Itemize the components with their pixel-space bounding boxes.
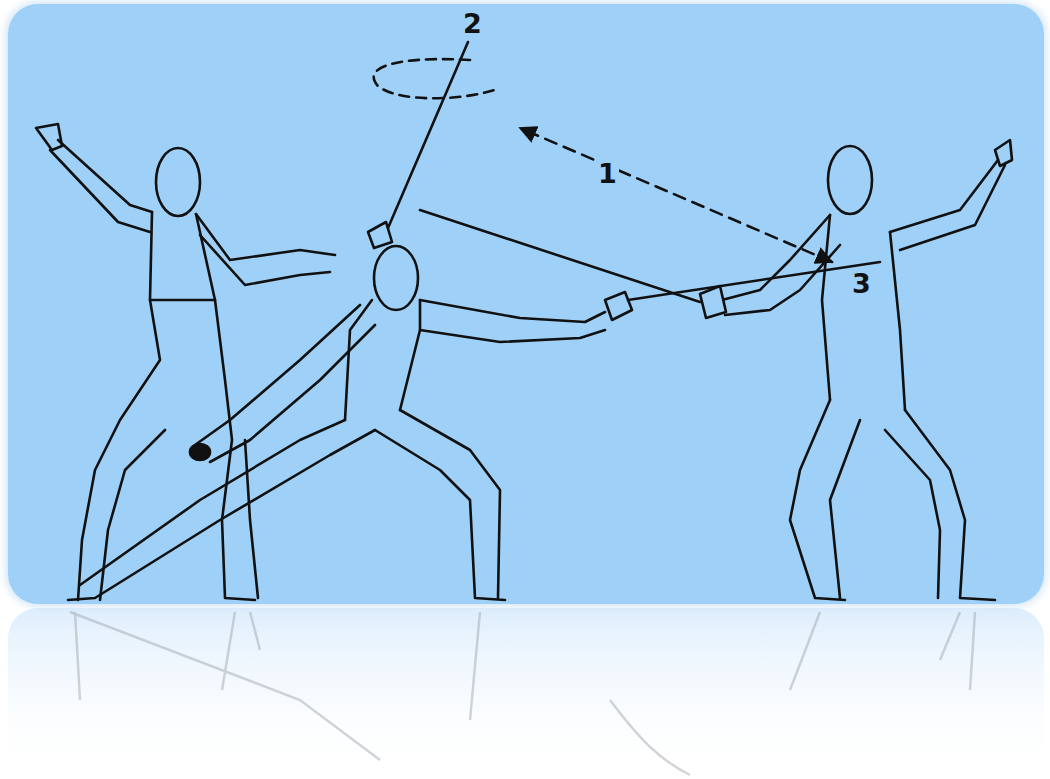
movement-arrow <box>520 128 832 262</box>
callout-number: 3 <box>850 270 873 297</box>
parry-blade <box>388 42 468 228</box>
left-fencer-mask <box>156 148 200 216</box>
right-fencer-mask <box>828 146 872 214</box>
label-anchor: 1 <box>596 160 619 187</box>
lunging-fencer-guard <box>605 292 632 320</box>
lunging-fencer-back-hand <box>190 444 210 460</box>
left-fencer-hand <box>36 124 62 150</box>
right-fencer-blade <box>420 210 700 302</box>
panel-glow <box>6 2 1046 606</box>
lunging-fencer-front-leg <box>375 410 505 600</box>
reflection-figures <box>70 612 975 775</box>
lunging-fencer-blade <box>628 262 880 300</box>
left-fencer <box>36 124 335 600</box>
lunging-fencer-mask <box>374 246 418 310</box>
lunging-fencer-back-arm <box>195 305 375 462</box>
lunging-fencer <box>68 42 880 600</box>
background-panel <box>8 4 1044 604</box>
label-anchor: 3 <box>850 270 873 297</box>
label-anchor: 2 <box>461 10 484 37</box>
reflected-strokes <box>250 612 960 775</box>
left-fencer-raised-arm <box>50 140 152 232</box>
reflected-legs <box>70 612 975 760</box>
left-fencer-front-leg <box>196 214 258 600</box>
left-fencer-waist <box>150 299 215 302</box>
lunging-fencer-back-leg <box>68 420 375 600</box>
reflection-panel <box>8 608 1044 778</box>
callout-number: 2 <box>461 10 484 37</box>
left-fencer-back-leg <box>78 212 165 600</box>
right-fencer <box>420 140 1012 600</box>
right-fencer-torso <box>822 215 905 410</box>
right-fencer-front-leg <box>885 410 995 600</box>
left-fencer-sword-arm <box>196 214 335 285</box>
right-fencer-back-leg <box>790 400 860 600</box>
right-fencer-guard <box>700 286 726 318</box>
right-fencer-raised-arm <box>890 160 1005 250</box>
circular-movement <box>374 59 500 98</box>
lunging-fencer-torso <box>345 300 420 420</box>
callout-number: 1 <box>596 160 619 187</box>
lunging-fencer-sword-arm <box>420 300 605 342</box>
